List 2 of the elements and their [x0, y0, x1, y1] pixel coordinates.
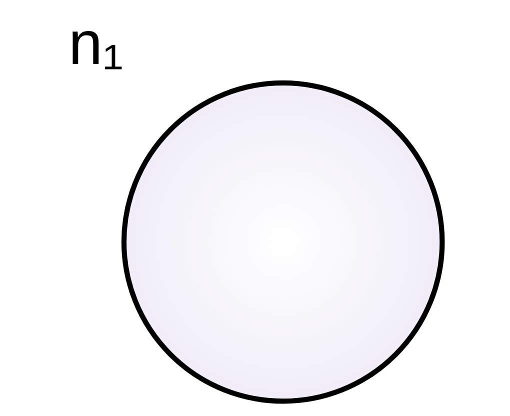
- node-circle: [121, 80, 445, 404]
- node-label: n₁: [68, 8, 124, 77]
